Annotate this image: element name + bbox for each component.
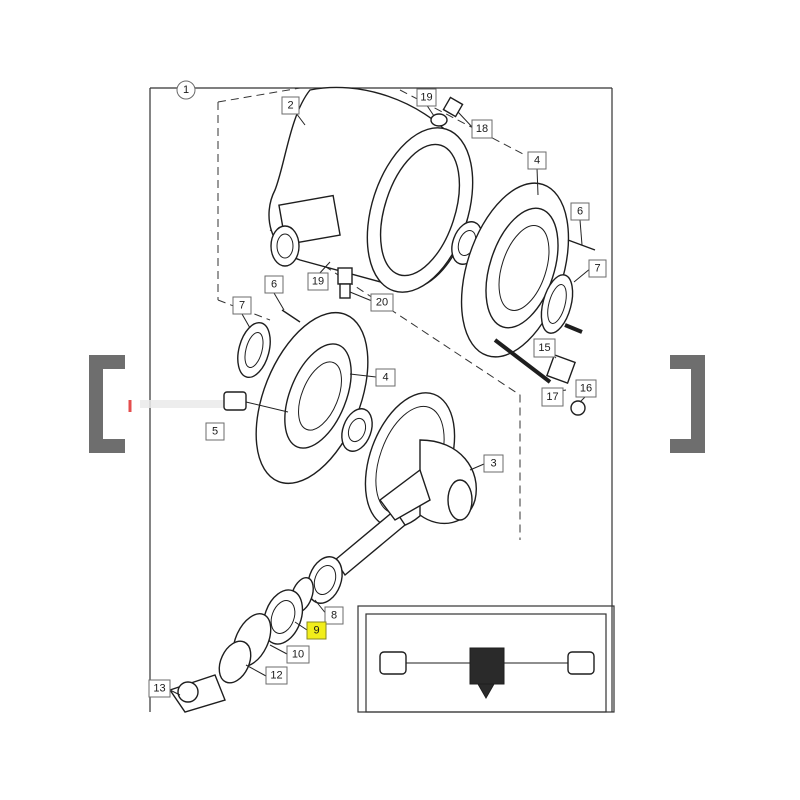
callout-label: 19 [312,276,324,288]
callout-c6b: 6 [264,275,284,294]
callout-label: 13 [153,683,165,695]
callout-c7b: 7 [232,296,252,315]
callout-c10: 10 [286,645,310,664]
callout-c6a: 6 [570,202,590,221]
watermark [89,355,705,453]
callout-c7a: 7 [588,259,607,278]
callout-label: 6 [271,279,277,291]
callout-label: 2 [287,100,293,112]
adjusting-nut-right [540,274,574,334]
locator-inset [357,605,615,713]
callout-label: 15 [538,342,550,354]
bolt-assembly [493,323,586,416]
callout-label: 12 [270,670,282,682]
callout-c9: 9 [306,621,327,640]
callout-c2: 2 [281,96,300,115]
callout-label: 3 [490,458,496,470]
callout-c12: 12 [265,666,288,685]
callout-c3: 3 [483,454,504,473]
callout-label: 16 [580,383,592,395]
callout-c17: 17 [541,387,564,407]
callout-label: 4 [534,155,540,167]
fill-plug [337,267,353,299]
ring-gear-differential [364,392,477,528]
callout-c20: 20 [370,293,394,312]
leader-lines [169,103,592,696]
callout-c5: 5 [205,422,225,441]
callout-label: 17 [546,391,558,403]
callout-label: 1 [183,84,189,96]
callout-label: 7 [594,263,600,275]
callout-c15: 15 [533,338,556,358]
callout-label: 8 [331,610,337,622]
lock-pin-left [281,309,301,323]
callout-c1: 1 [176,80,196,100]
bearing-carrier-left [255,311,369,485]
adjusting-nut-left [237,321,271,379]
callout-label: 19 [420,92,432,104]
callout-label: 4 [382,372,388,384]
exploded-boundary [217,87,526,540]
callout-label: 9 [313,625,319,637]
callout-c8: 8 [324,606,344,625]
callout-c13: 13 [148,679,171,698]
callout-label: 18 [476,123,488,135]
callout-label: 20 [376,297,388,309]
callout-c4a: 4 [527,151,547,170]
differential-housing [268,86,474,293]
yoke-flange [168,674,226,713]
callout-label: 6 [577,206,583,218]
callout-label: 7 [239,300,245,312]
callout-label: 5 [212,426,218,438]
callout-c16: 16 [575,379,597,398]
ring-gear-bearing [341,408,373,452]
callout-c19a: 19 [416,88,437,107]
callout-c18: 18 [471,119,493,139]
pinion-bearing-stack [218,556,343,684]
bolt-cap [223,391,289,413]
callout-label: 10 [292,649,304,661]
drain-plug [430,96,464,127]
callout-c4b: 4 [375,368,396,387]
callout-c19b: 19 [307,272,329,291]
